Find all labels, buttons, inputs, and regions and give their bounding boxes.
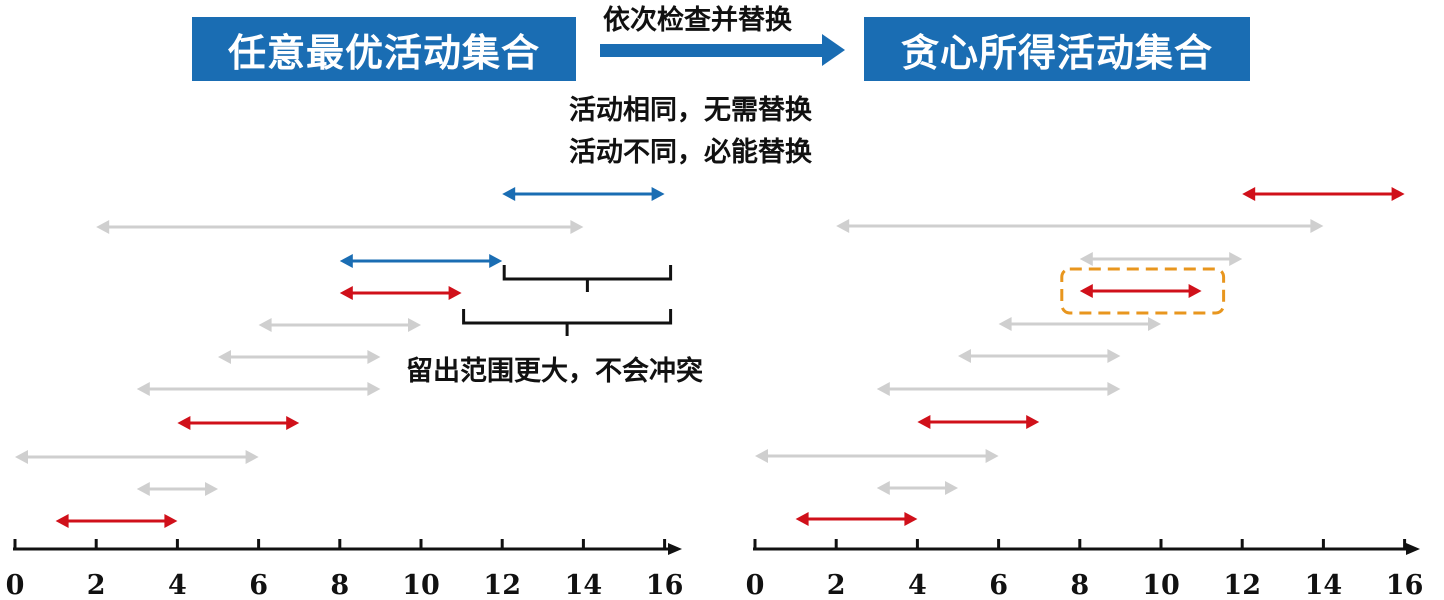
brace-label: 留出范围更大，不会冲突 bbox=[406, 356, 703, 387]
right-activity-start-head bbox=[958, 349, 971, 363]
left-activity-end-head bbox=[448, 286, 462, 300]
right-activity-end-head bbox=[945, 481, 958, 495]
left-tick-label: 16 bbox=[646, 570, 684, 600]
right-tick-label: 12 bbox=[1223, 570, 1261, 600]
right-tick-label: 10 bbox=[1142, 570, 1180, 600]
left-activity-start-head bbox=[258, 318, 272, 332]
right-activity-end-head bbox=[1107, 349, 1121, 363]
left-activity-end-head bbox=[570, 220, 584, 234]
right-activity-end-head bbox=[1188, 284, 1202, 298]
right-activity-end-head bbox=[1026, 415, 1040, 429]
right-activity-start-head bbox=[917, 415, 931, 429]
left-activity-start-head bbox=[339, 286, 353, 300]
right-activity-start-head bbox=[876, 382, 890, 396]
connector-arrow-head bbox=[822, 34, 845, 66]
left-activity-end-head bbox=[245, 450, 259, 464]
right-activity-start-head bbox=[998, 317, 1012, 331]
left-range-brace bbox=[462, 309, 673, 336]
left-activity-end-head bbox=[408, 318, 421, 332]
right-title-box: 贪心所得活动集合 bbox=[864, 17, 1250, 81]
right-activity-start-head bbox=[876, 481, 890, 495]
right-activity-start-head bbox=[795, 512, 809, 526]
left-activity-end-head bbox=[205, 482, 218, 496]
left-tick-label: 8 bbox=[330, 570, 349, 600]
right-activity-end-head bbox=[1229, 252, 1243, 266]
right-tick-label: 4 bbox=[908, 570, 927, 600]
left-activity-start-head bbox=[177, 416, 191, 430]
right-activity-end-head bbox=[1310, 219, 1324, 233]
right-tick-label: 2 bbox=[827, 570, 846, 600]
left-activity-start-head bbox=[502, 187, 516, 201]
left-activity-end-head bbox=[651, 187, 665, 201]
left-tick-label: 14 bbox=[565, 570, 603, 600]
right-activity-end-head bbox=[904, 512, 918, 526]
left-activity-end-head bbox=[164, 514, 178, 528]
left-title: 任意最优活动集合 bbox=[227, 30, 540, 75]
note-different-activity: 活动不同，必能替换 bbox=[569, 137, 812, 168]
note-same-activity: 活动相同，无需替换 bbox=[569, 95, 812, 126]
right-tick-label: 0 bbox=[746, 570, 765, 600]
left-tick-label: 10 bbox=[402, 570, 440, 600]
left-axis-arrowhead bbox=[668, 543, 682, 555]
right-activity-start-head bbox=[836, 219, 850, 233]
right-axis-arrowhead bbox=[1406, 543, 1420, 555]
left-tick-label: 12 bbox=[483, 570, 521, 600]
left-range-brace bbox=[502, 265, 673, 292]
left-activity-end-head bbox=[286, 416, 300, 430]
left-tick-label: 2 bbox=[87, 570, 106, 600]
right-tick-label: 16 bbox=[1386, 570, 1424, 600]
left-activity-start-head bbox=[15, 450, 28, 464]
left-title-box: 任意最优活动集合 bbox=[192, 17, 576, 81]
arrow-label: 依次检查并替换 bbox=[603, 5, 792, 36]
left-activity-start-head bbox=[96, 220, 110, 234]
right-tick-label: 6 bbox=[989, 570, 1008, 600]
left-tick-label: 0 bbox=[6, 570, 25, 600]
right-activity-start-head bbox=[755, 449, 768, 463]
left-activity-start-head bbox=[136, 382, 150, 396]
connector-arrow-shaft bbox=[600, 44, 822, 57]
left-tick-label: 4 bbox=[168, 570, 187, 600]
left-activity-end-head bbox=[367, 382, 381, 396]
right-activity-end-head bbox=[985, 449, 999, 463]
left-activity-end-head bbox=[367, 350, 381, 364]
left-activity-start-head bbox=[218, 350, 231, 364]
right-activity-start-head bbox=[1079, 284, 1093, 298]
right-highlight-box bbox=[1060, 267, 1226, 315]
right-activity-end-head bbox=[1148, 317, 1161, 331]
right-activity-start-head bbox=[1242, 187, 1256, 201]
left-activity-start-head bbox=[55, 514, 69, 528]
right-activity-end-head bbox=[1391, 187, 1405, 201]
right-tick-label: 14 bbox=[1305, 570, 1343, 600]
left-activity-start-head bbox=[339, 254, 353, 268]
right-activity-start-head bbox=[1079, 252, 1093, 266]
left-activity-end-head bbox=[489, 254, 503, 268]
right-title: 贪心所得活动集合 bbox=[900, 30, 1213, 75]
left-tick-label: 6 bbox=[249, 570, 268, 600]
right-activity-end-head bbox=[1107, 382, 1121, 396]
left-activity-start-head bbox=[136, 482, 150, 496]
right-tick-label: 8 bbox=[1070, 570, 1089, 600]
